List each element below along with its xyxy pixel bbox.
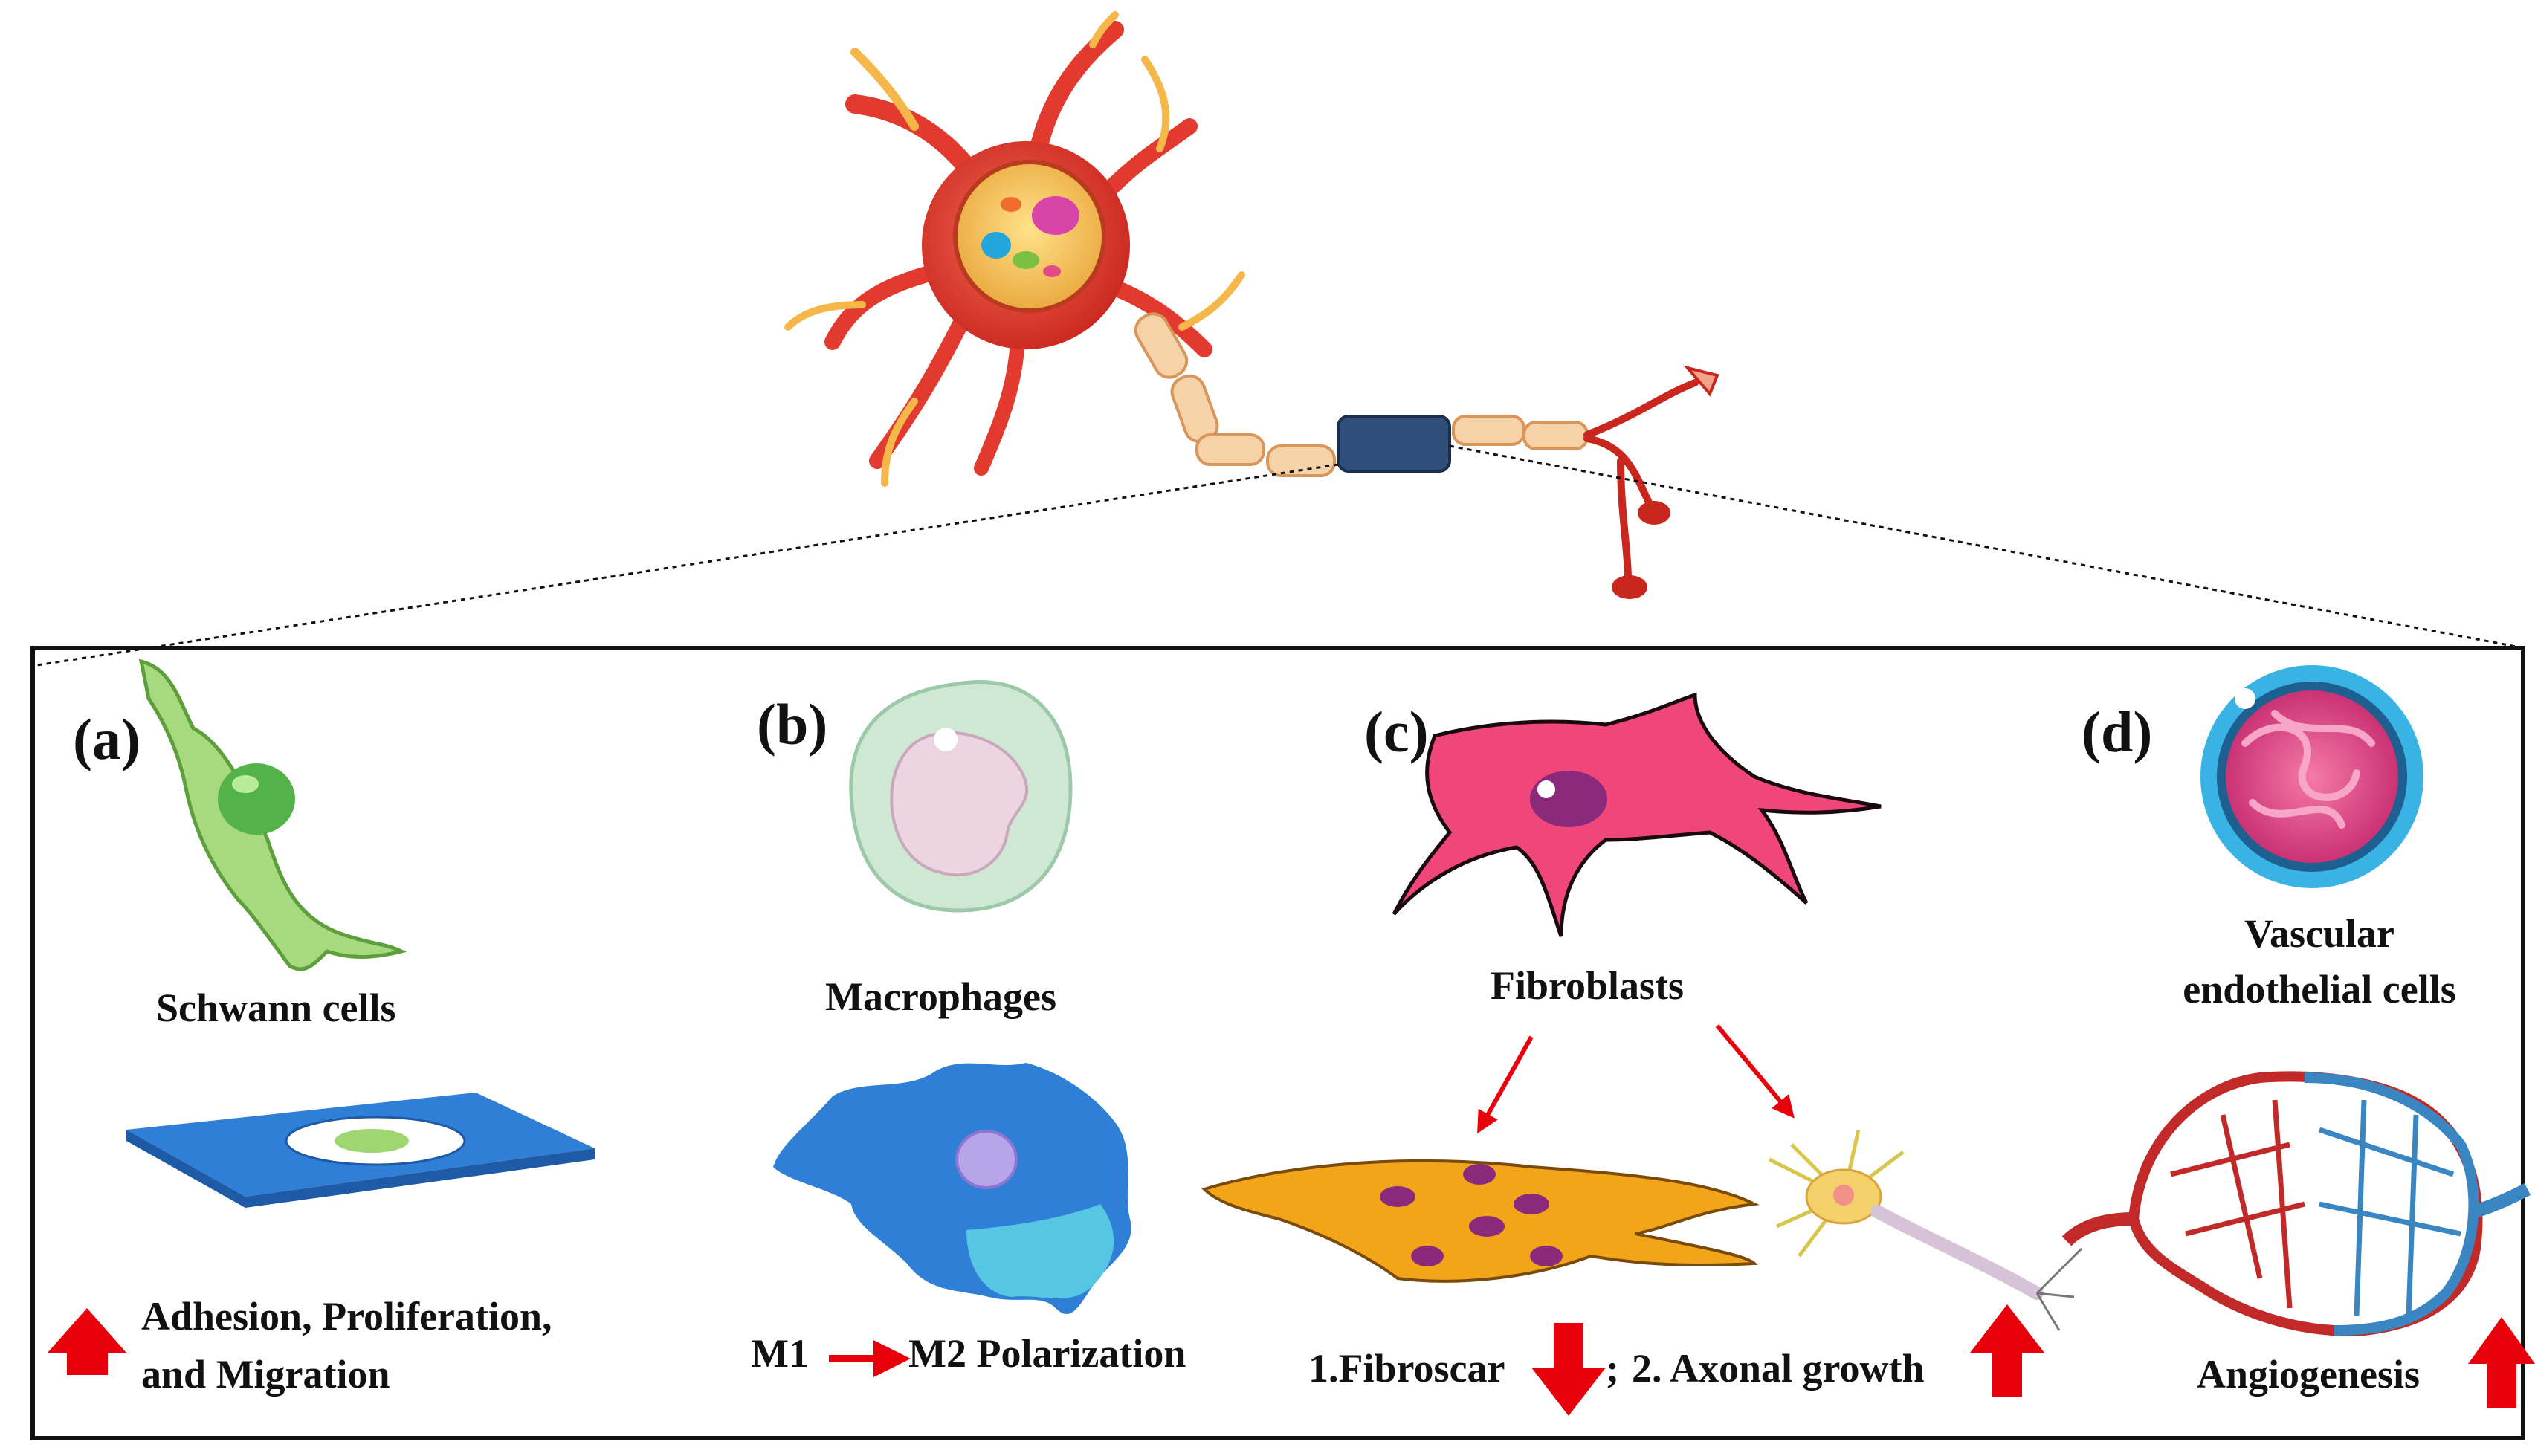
polarized-macrophage-icon — [773, 1063, 1131, 1315]
endothelial-label-line1: Vascular — [2244, 911, 2395, 956]
schwann-effect-line2: and Migration — [141, 1352, 390, 1397]
panel-frame — [30, 646, 2525, 1440]
neuron-illustration — [36, 11, 2517, 667]
schwann-effect-line1: Adhesion, Proliferation, — [141, 1294, 552, 1339]
blood-vessel-network-icon — [2061, 1071, 2531, 1336]
panel-label-a: (a) — [73, 707, 141, 771]
m2-polarization-label: M2 Polarization — [908, 1331, 1186, 1376]
up-arrow-icon-a — [48, 1308, 126, 1375]
macrophages-label: Macrophages — [825, 974, 1056, 1019]
down-arrow-icon-c — [1531, 1323, 1606, 1416]
endothelial-cell-icon — [2200, 665, 2423, 888]
growing-neuron-icon — [1768, 1129, 2083, 1331]
nerve-conduit — [1337, 415, 1451, 473]
endothelial-label-line2: endothelial cells — [2183, 967, 2456, 1012]
fibroblast-arrow-left — [1477, 1035, 1534, 1134]
macrophage-icon — [849, 680, 1073, 913]
fibroblast-icon — [1392, 692, 1882, 937]
angiogenesis-label: Angiogenesis — [2197, 1352, 2421, 1397]
fibroblast-arrow-right — [1715, 1024, 1795, 1119]
up-arrow-icon-d — [2468, 1317, 2535, 1408]
panel-label-c: (c) — [1364, 699, 1429, 764]
panel-label-b: (b) — [757, 692, 828, 757]
m1-label: M1 — [751, 1331, 809, 1376]
schwann-cells-label: Schwann cells — [156, 986, 396, 1030]
fibroblast-group-icon — [1201, 1159, 1760, 1283]
effect-separator: ; — [1606, 1346, 1619, 1391]
schwann-cell-icon — [138, 659, 407, 971]
schwann-scaffold-icon — [126, 1093, 595, 1208]
fibroscar-label: 1.Fibroscar — [1308, 1346, 1505, 1391]
up-arrow-icon-c — [1970, 1304, 2044, 1397]
axonal-growth-label: 2. Axonal growth — [1632, 1346, 1925, 1391]
fibroblasts-label: Fibroblasts — [1491, 963, 1685, 1008]
panel-label-d: (d) — [2082, 699, 2153, 764]
